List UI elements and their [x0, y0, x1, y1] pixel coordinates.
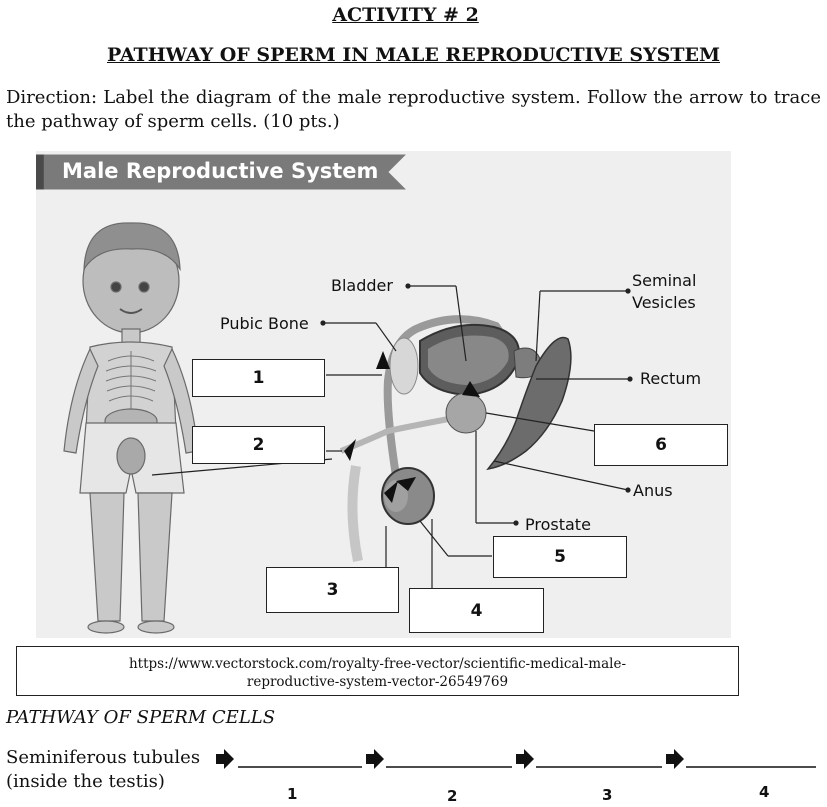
pathway-heading: PATHWAY OF SPERM CELLS [6, 707, 276, 728]
answer-box-4[interactable]: 4 [409, 588, 544, 633]
source-url-line1: https://www.vectorstock.com/royalty-free… [128, 656, 627, 672]
answer-box-6[interactable]: 6 [594, 424, 728, 466]
answer-box-1[interactable]: 1 [192, 359, 325, 397]
pathway-start-line1: Seminiferous tubules [6, 747, 201, 768]
direction-text: Direction: Label the diagram of the male… [6, 87, 821, 132]
pathway-start-line2: (inside the testis) [6, 771, 165, 792]
label-prostate: Prostate [525, 515, 591, 534]
activity-title: ACTIVITY # 2 [332, 4, 479, 26]
answer-box-3[interactable]: 3 [266, 567, 399, 613]
anatomy-illustration [63, 222, 633, 634]
answer-box-5[interactable]: 5 [493, 536, 627, 578]
arrow-right-icon [216, 749, 684, 769]
source-url-box: https://www.vectorstock.com/royalty-free… [16, 646, 739, 696]
page-title: PATHWAY OF SPERM IN MALE REPRODUCTIVE SY… [106, 44, 721, 66]
answer-box-2[interactable]: 2 [192, 426, 325, 464]
source-url-line2: reproductive-system-vector-26549769 [246, 674, 509, 690]
anatomy-cross-section [151, 283, 633, 588]
pathway-step-4[interactable]: 4 [759, 783, 770, 801]
label-pubic-bone: Pubic Bone [220, 314, 309, 333]
pathway-step-3[interactable]: 3 [602, 786, 613, 804]
banner-shape [36, 154, 406, 190]
banner-title: Male Reproductive System [62, 159, 379, 183]
pathway-step-2[interactable]: 2 [447, 787, 458, 805]
label-bladder: Bladder [331, 276, 393, 295]
pathway-arrows-and-lines [216, 749, 816, 769]
pathway-step-1[interactable]: 1 [287, 785, 298, 803]
boy-figure [63, 222, 199, 634]
label-rectum: Rectum [640, 369, 702, 388]
label-seminal-vesicles-line2: Vesicles [632, 293, 696, 312]
label-anus: Anus [633, 481, 673, 500]
pathway-start: Seminiferous tubules (inside the testis) [6, 746, 200, 794]
label-seminal-vesicles-line1: Seminal [632, 271, 697, 290]
